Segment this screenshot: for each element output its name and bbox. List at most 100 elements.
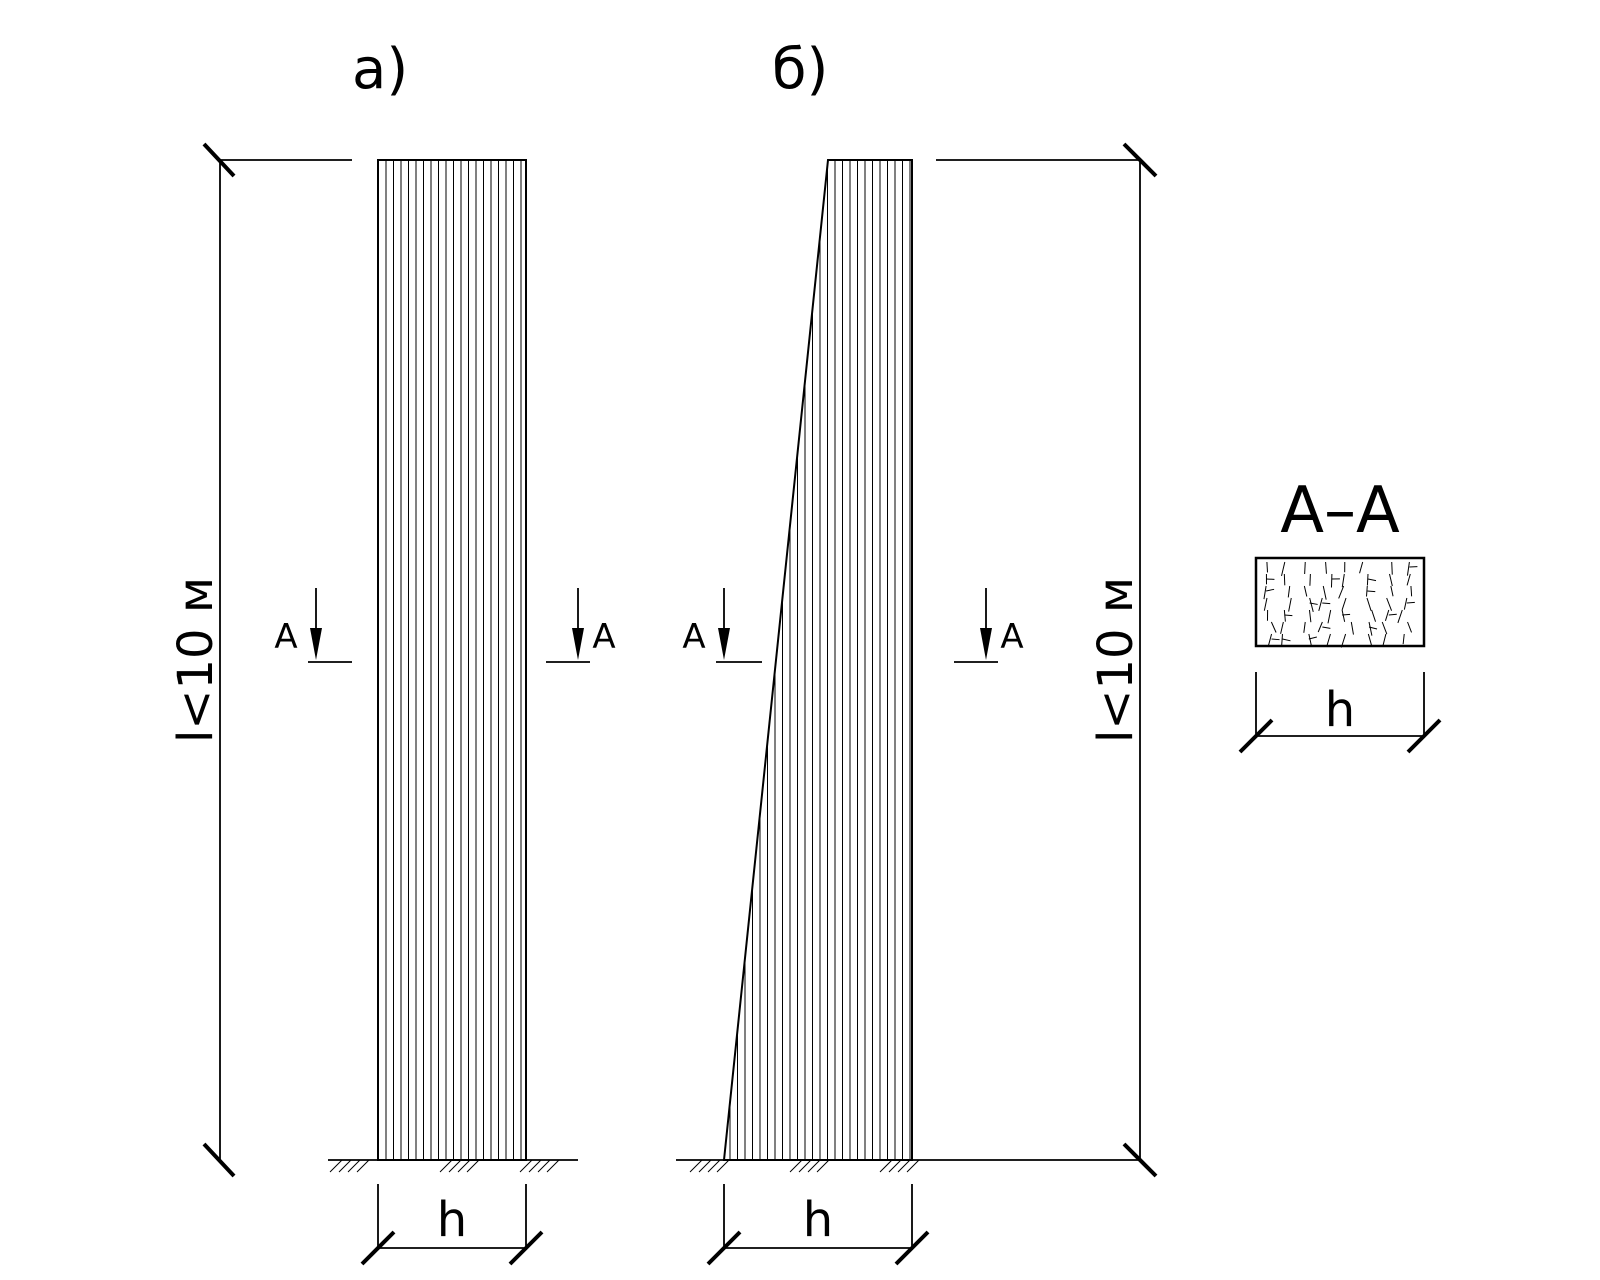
figure-a: а) l<10 м h А А: [168, 37, 616, 1266]
figure-a-section-letter-left: А: [274, 617, 297, 657]
texture-stroke: [1280, 621, 1284, 634]
ground-hatch-mark: [338, 1159, 352, 1173]
ground-hatch-mark: [789, 1159, 803, 1173]
texture-stroke: [1281, 561, 1286, 577]
texture-stroke: [1406, 561, 1410, 576]
section-title: А–А: [1280, 474, 1400, 548]
texture-stroke: [1368, 621, 1373, 636]
texture-stroke: [1322, 602, 1331, 605]
texture-stroke: [1309, 597, 1314, 612]
texture-stroke: [1384, 609, 1390, 621]
texture-stroke: [1271, 638, 1280, 641]
figure-a-label: а): [352, 37, 408, 102]
figure-a-width-label: h: [437, 1192, 467, 1248]
figure-a-dim-tick-bottom: [202, 1142, 236, 1178]
figure-b: б) l<10 м h А А: [676, 37, 1158, 1266]
texture-stroke: [1284, 614, 1293, 617]
texture-stroke: [1366, 573, 1369, 586]
texture-stroke: [1287, 585, 1291, 598]
ground-hatch-mark: [698, 1159, 712, 1173]
ground-hatch-mark: [689, 1159, 703, 1173]
figure-b-column-hatching: [729, 160, 911, 1160]
texture-stroke: [1341, 597, 1347, 611]
texture-stroke: [1322, 626, 1331, 629]
figure-a-column-hatching: [385, 160, 522, 1160]
texture-stroke: [1340, 633, 1347, 648]
texture-stroke: [1338, 585, 1345, 599]
texture-stroke: [1367, 590, 1376, 593]
ground-hatch-mark: [546, 1159, 560, 1173]
ground-hatch-mark: [448, 1159, 462, 1173]
texture-stroke: [1365, 585, 1368, 597]
texture-stroke: [1270, 621, 1277, 633]
section-dim-tick-left: [1238, 718, 1274, 754]
texture-stroke: [1309, 602, 1318, 605]
texture-stroke: [1371, 609, 1377, 622]
figure-b-section-letter-left: А: [682, 617, 705, 657]
texture-stroke: [1389, 573, 1393, 587]
texture-stroke: [1367, 633, 1373, 646]
texture-stroke: [1382, 633, 1387, 647]
figure-a-length-label: l<10 м: [168, 577, 224, 743]
texture-stroke: [1406, 573, 1411, 586]
texture-stroke: [1326, 633, 1331, 647]
texture-stroke: [1407, 621, 1413, 633]
texture-stroke: [1263, 585, 1267, 600]
texture-stroke: [1304, 561, 1306, 575]
ground-hatch-mark: [537, 1159, 551, 1173]
figure-b-ground-hatching: [689, 1159, 920, 1173]
figure-a-dim-tick-top: [202, 142, 236, 178]
texture-stroke: [1410, 585, 1413, 597]
figure-a-dim-h-tick-right: [508, 1230, 544, 1266]
texture-stroke: [1388, 613, 1397, 616]
figure-b-label: б): [772, 37, 828, 102]
ground-hatch-mark: [707, 1159, 721, 1173]
ground-hatch-mark: [716, 1159, 730, 1173]
ground-hatch-mark: [466, 1159, 480, 1173]
texture-stroke: [1288, 597, 1292, 612]
figure-a-ground-hatching: [329, 1159, 560, 1173]
ground-hatch-mark: [329, 1159, 343, 1173]
figure-a-section-letter-right: А: [592, 617, 615, 657]
texture-stroke: [1367, 578, 1377, 582]
texture-stroke: [1403, 597, 1408, 610]
texture-stroke: [1282, 638, 1291, 642]
texture-stroke: [1318, 597, 1323, 611]
ground-hatch-mark: [457, 1159, 471, 1173]
figure-b-dim-tick-bottom: [1122, 1142, 1158, 1178]
texture-stroke: [1386, 597, 1393, 611]
texture-stroke: [1303, 585, 1308, 597]
figure-b-length-label: l<10 м: [1088, 577, 1144, 743]
texture-stroke: [1397, 609, 1403, 624]
texture-stroke: [1303, 621, 1306, 633]
figure-b-dim-h-tick-left: [706, 1230, 742, 1266]
texture-stroke: [1406, 601, 1415, 604]
ground-hatch-mark: [356, 1159, 370, 1173]
texture-stroke: [1342, 613, 1351, 616]
texture-stroke: [1341, 609, 1346, 622]
figure-a-section-mark-left: А: [274, 588, 352, 663]
texture-stroke: [1350, 621, 1354, 635]
section-width-label: h: [1325, 682, 1355, 738]
texture-stroke: [1325, 561, 1327, 574]
figure-b-dim-tick-top: [1122, 142, 1158, 178]
texture-stroke: [1266, 588, 1275, 592]
ground-hatch-mark: [897, 1159, 911, 1173]
ground-hatch-mark: [906, 1159, 920, 1173]
texture-stroke: [1308, 609, 1312, 623]
texture-stroke: [1402, 633, 1405, 645]
figure-b-section-letter-right: А: [1000, 617, 1023, 657]
ground-hatch-mark: [528, 1159, 542, 1173]
figure-a-dim-h-tick-left: [360, 1230, 396, 1266]
texture-stroke: [1390, 585, 1394, 597]
figure-b-dim-h-tick-right: [894, 1230, 930, 1266]
texture-stroke: [1308, 633, 1312, 646]
figure-b-section-mark-right: А: [954, 588, 1024, 663]
ground-hatch-mark: [439, 1159, 453, 1173]
figure-b-section-mark-left: А: [682, 588, 762, 663]
texture-stroke: [1317, 621, 1323, 633]
texture-stroke: [1263, 597, 1268, 611]
ground-hatch-mark: [798, 1159, 812, 1173]
ground-hatch-mark: [347, 1159, 361, 1173]
